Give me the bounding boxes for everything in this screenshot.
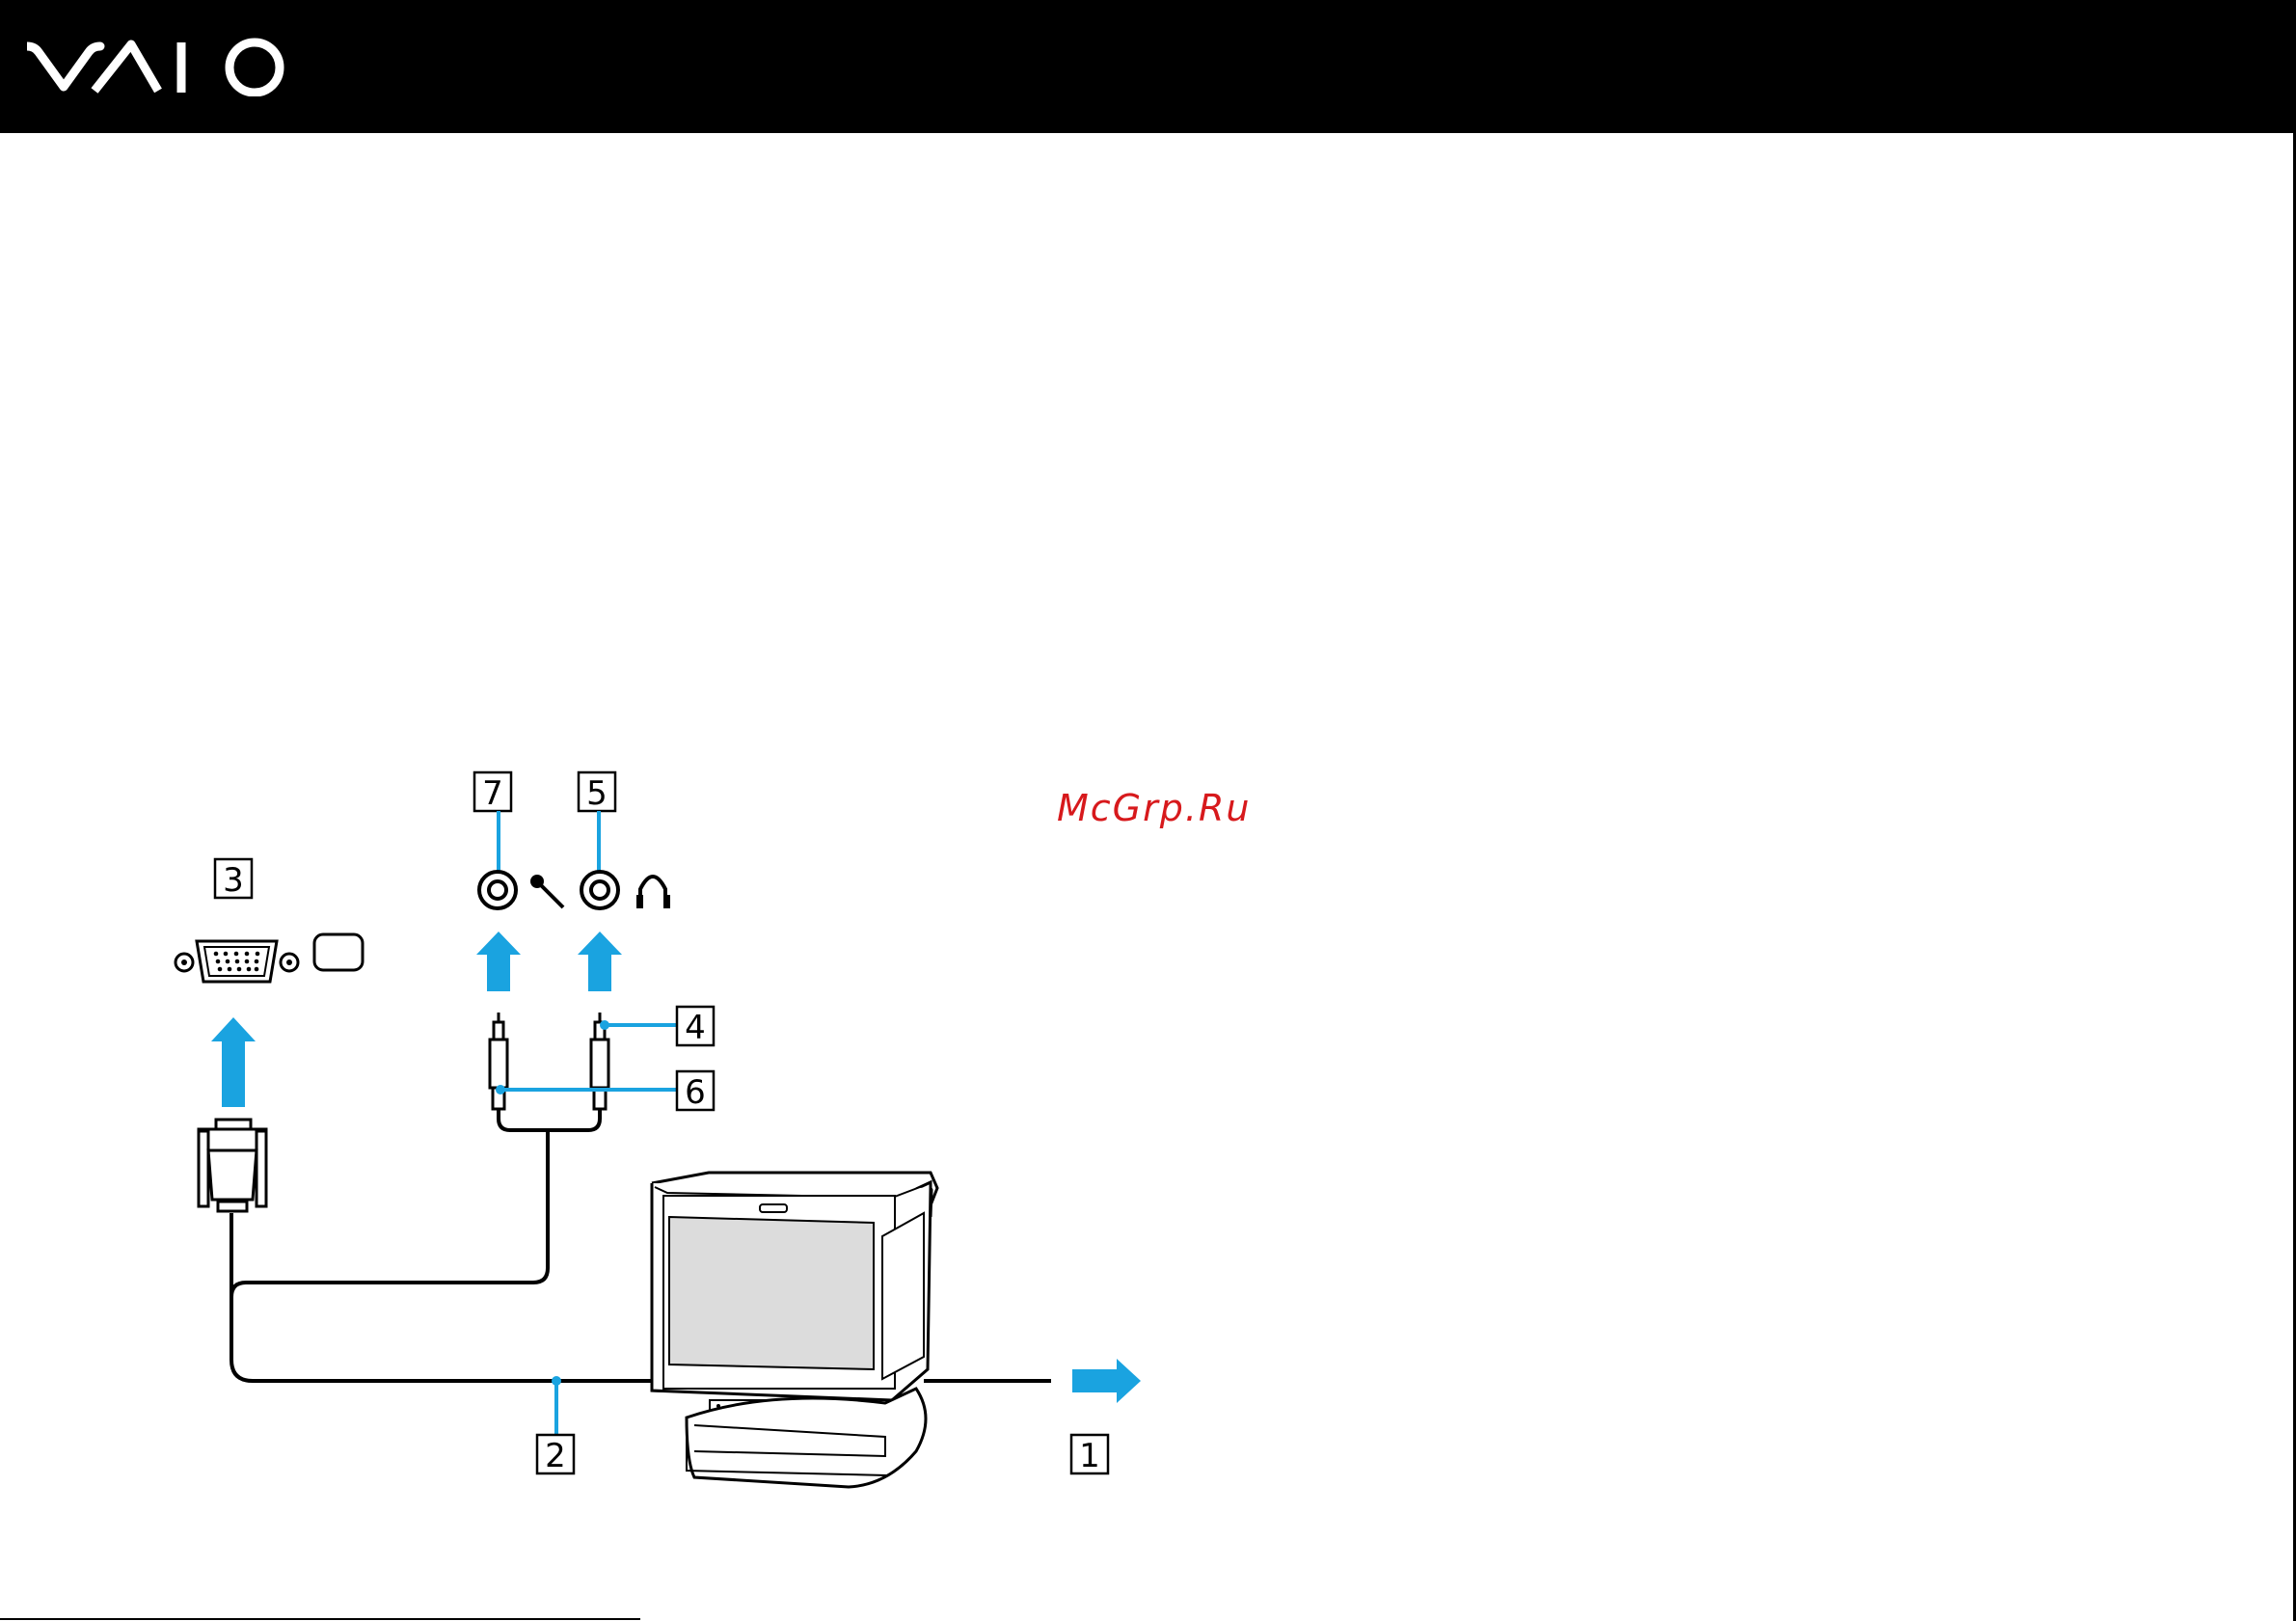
callout-2-label: 2 — [545, 1437, 566, 1475]
callout-1: 1 — [1071, 1435, 1108, 1475]
watermark-text: McGrp.Ru — [1057, 787, 1251, 829]
callout-3: 3 — [215, 859, 252, 900]
headphones-icon — [636, 877, 670, 908]
arrow-right-out — [1072, 1359, 1141, 1403]
callout-7-label: 7 — [482, 774, 503, 813]
microphone-icon — [530, 875, 563, 907]
arrow-up-headphone — [578, 932, 622, 991]
headphone-jack-icon — [581, 872, 618, 908]
callout-4-label: 4 — [685, 1009, 706, 1047]
vga-plug-icon — [199, 1120, 266, 1211]
callout-5-label: 5 — [586, 774, 608, 813]
callout-1-label: 1 — [1079, 1437, 1100, 1475]
callout-7: 7 — [474, 772, 511, 879]
monitor-port-icon — [314, 934, 363, 970]
callout-5: 5 — [579, 772, 615, 879]
monitor-icon — [652, 1173, 937, 1487]
callout-2: 2 — [537, 1376, 574, 1475]
callout-4: 4 — [600, 1007, 714, 1047]
callout-3-label: 3 — [223, 861, 244, 900]
audio-plug-icon — [490, 1013, 507, 1109]
arrow-up-vga — [211, 1017, 256, 1107]
callout-6-label: 6 — [685, 1073, 706, 1112]
arrow-up-mic — [476, 932, 521, 991]
vga-port-icon — [176, 941, 298, 982]
footer-rule — [0, 1618, 640, 1620]
microphone-jack-icon — [479, 872, 516, 908]
